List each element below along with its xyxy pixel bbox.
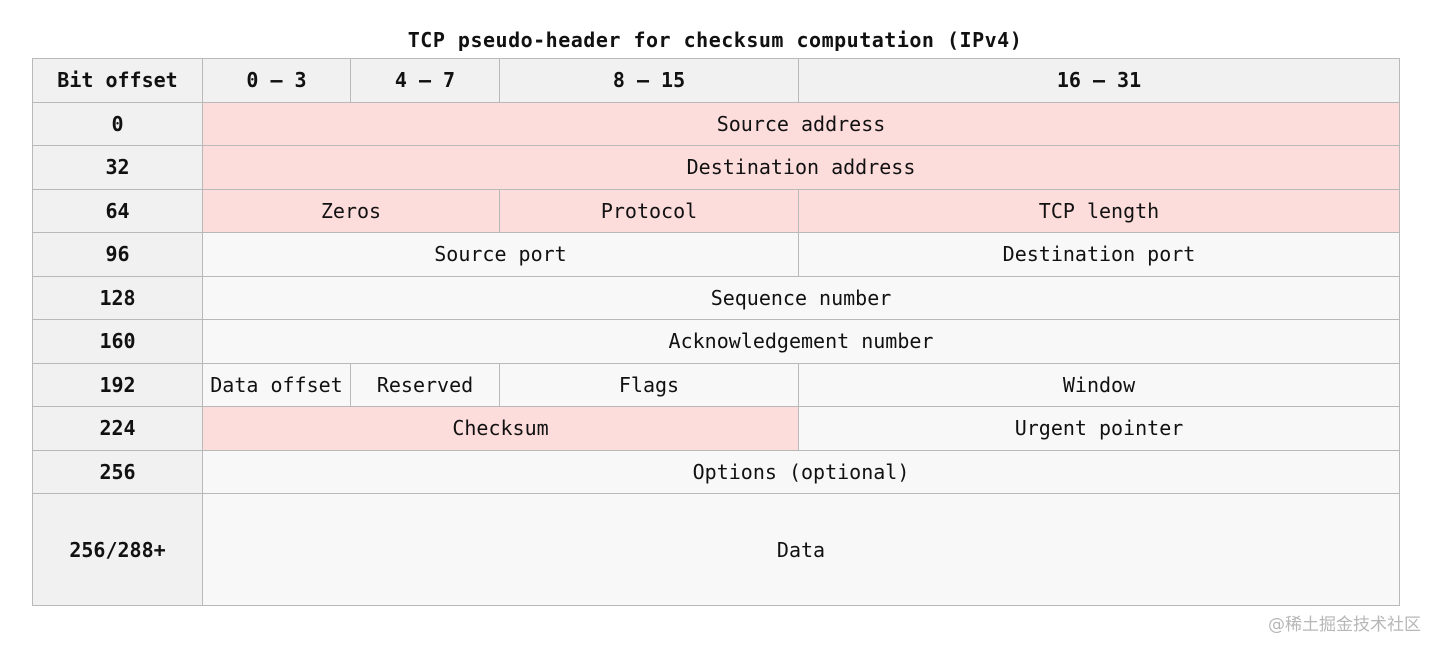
table-row: 96 Source port Destination port <box>32 232 1400 277</box>
row-offset: 192 <box>32 362 203 407</box>
table-row: 192 Data offset Reserved Flags Window <box>32 362 1400 407</box>
row-offset: 224 <box>32 406 203 451</box>
row-offset: 32 <box>32 145 203 190</box>
row-offset: 256/288+ <box>32 493 203 606</box>
row-offset: 0 <box>32 101 203 146</box>
field-source-port: Source port <box>202 232 799 277</box>
field-data: Data <box>202 493 1400 606</box>
table-row: 128 Sequence number <box>32 275 1400 320</box>
table-row: 32 Destination address <box>32 145 1400 190</box>
field-destination-address: Destination address <box>202 145 1400 190</box>
header-row: Bit offset 0 – 3 4 – 7 8 – 15 16 – 31 <box>32 58 1400 103</box>
table-row: 0 Source address <box>32 101 1400 146</box>
field-flags: Flags <box>499 362 799 407</box>
tcp-pseudo-header-table: Bit offset 0 – 3 4 – 7 8 – 15 16 – 31 0 … <box>32 58 1400 606</box>
field-window: Window <box>798 362 1400 407</box>
header-col-0-3: 0 – 3 <box>202 58 351 103</box>
field-protocol: Protocol <box>499 188 799 233</box>
header-col-16-31: 16 – 31 <box>798 58 1400 103</box>
table-row: 64 Zeros Protocol TCP length <box>32 188 1400 233</box>
field-zeros: Zeros <box>202 188 500 233</box>
field-acknowledgement-number: Acknowledgement number <box>202 319 1400 364</box>
table-row: 160 Acknowledgement number <box>32 319 1400 364</box>
header-bit-offset: Bit offset <box>32 58 203 103</box>
row-offset: 96 <box>32 232 203 277</box>
field-options: Options (optional) <box>202 449 1400 494</box>
row-offset: 64 <box>32 188 203 233</box>
header-col-8-15: 8 – 15 <box>499 58 799 103</box>
table-caption: TCP pseudo-header for checksum computati… <box>407 28 1023 52</box>
table-row: 224 Checksum Urgent pointer <box>32 406 1400 451</box>
table-row: 256 Options (optional) <box>32 449 1400 494</box>
field-reserved: Reserved <box>350 362 500 407</box>
field-tcp-length: TCP length <box>798 188 1400 233</box>
header-col-4-7: 4 – 7 <box>350 58 500 103</box>
field-data-offset: Data offset <box>202 362 351 407</box>
field-source-address: Source address <box>202 101 1400 146</box>
field-sequence-number: Sequence number <box>202 275 1400 320</box>
row-offset: 128 <box>32 275 203 320</box>
field-urgent-pointer: Urgent pointer <box>798 406 1400 451</box>
table-row: 256/288+ Data <box>32 493 1400 606</box>
field-destination-port: Destination port <box>798 232 1400 277</box>
watermark: @稀土掘金技术社区 <box>1268 615 1421 635</box>
row-offset: 160 <box>32 319 203 364</box>
row-offset: 256 <box>32 449 203 494</box>
field-checksum: Checksum <box>202 406 799 451</box>
